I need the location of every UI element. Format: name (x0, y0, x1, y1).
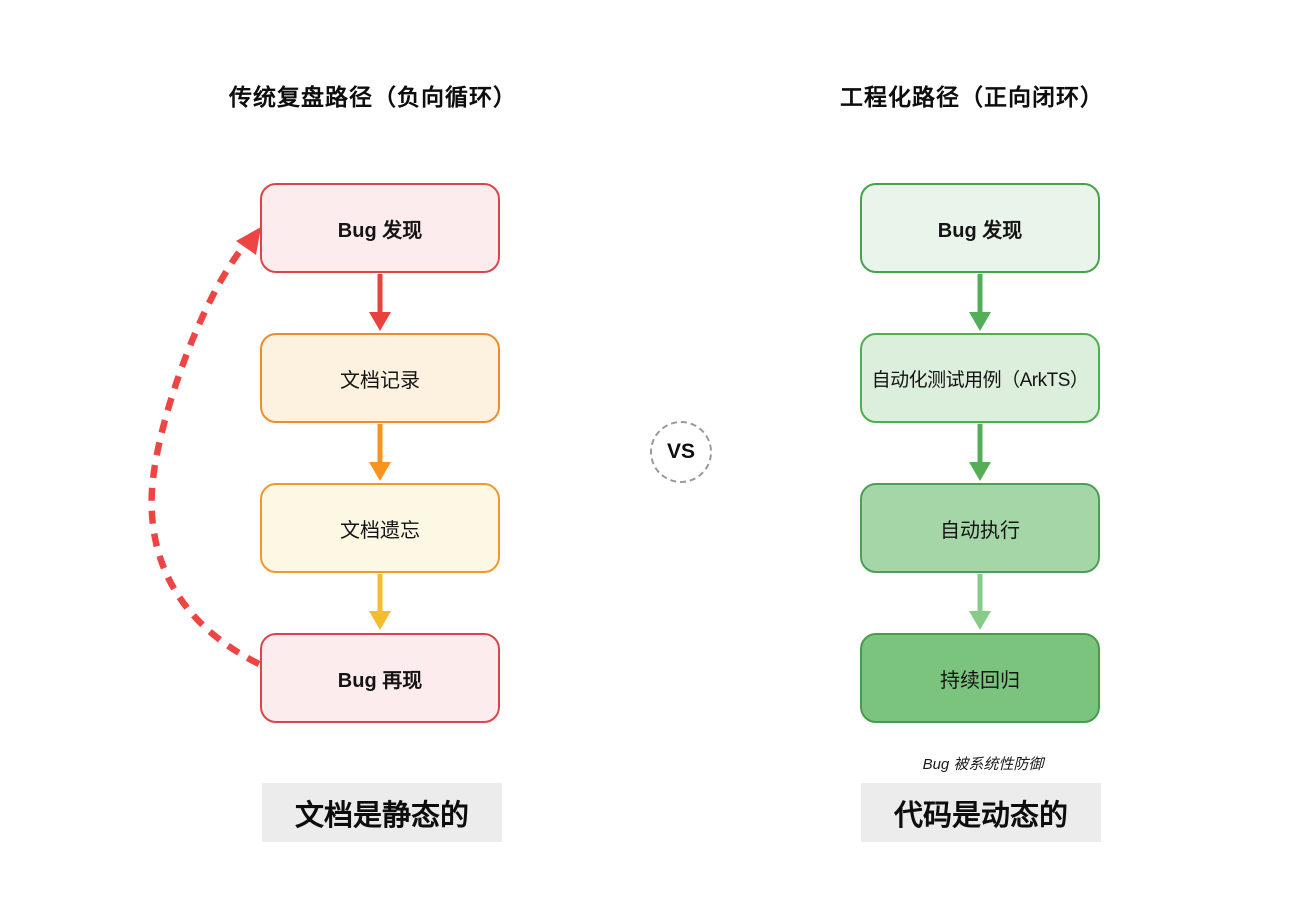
left-flow-node-bug-found: Bug 发现 (260, 183, 500, 273)
right-flow-summary: 代码是动态的 (861, 783, 1101, 842)
right-arrow-3 (969, 574, 991, 630)
right-flow-node-continuous-regression: 持续回归 (860, 633, 1100, 723)
vs-badge: VS (650, 421, 712, 483)
right-arrow-1 (969, 274, 991, 331)
right-arrow-2 (969, 424, 991, 481)
right-flow-node-auto-run: 自动执行 (860, 483, 1100, 573)
right-column-title: 工程化路径（正向闭环） (840, 84, 1104, 110)
node-label: 持续回归 (940, 669, 1020, 692)
left-flow-summary: 文档是静态的 (262, 783, 502, 842)
right-flow-node-bug-found: Bug 发现 (860, 183, 1100, 273)
left-arrow-2 (369, 424, 391, 481)
node-label: 文档遗忘 (340, 519, 420, 542)
left-flow-node-doc-record: 文档记录 (260, 333, 500, 423)
node-label: 文档记录 (340, 369, 420, 392)
left-loop-back-arrow (148, 227, 261, 667)
left-column-title: 传统复盘路径（负向循环） (229, 84, 517, 110)
node-label: 自动化测试用例（ArkTS） (871, 369, 1089, 391)
node-label: Bug 再现 (337, 669, 423, 692)
node-label: Bug 发现 (937, 219, 1023, 242)
left-arrow-1 (369, 274, 391, 331)
vs-badge-label: VS (666, 440, 695, 463)
node-label: Bug 发现 (337, 219, 423, 242)
right-flow-node-auto-testcase: 自动化测试用例（ArkTS） (860, 333, 1100, 423)
left-flow-node-bug-recur: Bug 再现 (260, 633, 500, 723)
left-flow-node-doc-forgotten: 文档遗忘 (260, 483, 500, 573)
right-flow-note: Bug 被系统性防御 (922, 756, 1044, 773)
node-label: 自动执行 (940, 519, 1020, 542)
left-arrow-3 (369, 574, 391, 630)
